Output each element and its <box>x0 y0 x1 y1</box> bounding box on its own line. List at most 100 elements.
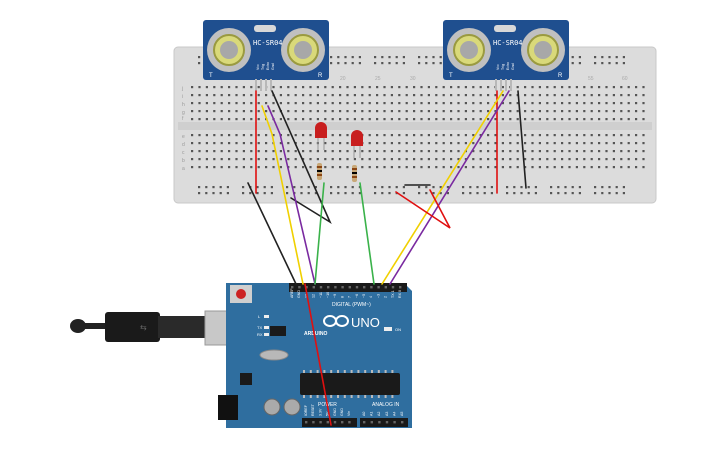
breadboard-hole <box>331 134 334 137</box>
rail-hole <box>571 62 574 65</box>
rail-hole <box>418 186 421 189</box>
header-hole[interactable] <box>291 286 294 289</box>
header-hole[interactable] <box>334 286 337 289</box>
header-hole[interactable] <box>355 286 359 289</box>
header-hole[interactable] <box>393 421 396 424</box>
rail-hole <box>388 56 391 59</box>
breadboard-hole <box>257 102 260 105</box>
breadboard-hole <box>413 166 416 169</box>
header-hole[interactable] <box>391 286 395 289</box>
header-hole[interactable] <box>341 286 344 289</box>
breadboard-hole <box>509 102 512 105</box>
wire-black-sensor2[interactable] <box>517 90 527 189</box>
header-hole[interactable] <box>312 286 315 289</box>
header-hole[interactable] <box>319 286 323 289</box>
rail-hole <box>418 192 421 195</box>
breadboard-hole <box>205 166 208 169</box>
breadboard-hole <box>472 102 475 105</box>
header-hole[interactable] <box>326 421 329 424</box>
breadboard-hole <box>457 158 460 161</box>
breadboard-hole <box>220 86 223 89</box>
wire-green-led2[interactable] <box>359 182 375 285</box>
rail-hole <box>263 186 266 189</box>
resistor-2[interactable] <box>352 165 357 182</box>
resistor-1[interactable] <box>317 163 322 180</box>
breadboard-hole <box>457 142 460 145</box>
arduino-uno-board[interactable]: L TX RX ON ARDUINO UNO DIGITAL (PWM~) PO… <box>218 283 412 428</box>
breadboard-hole <box>287 142 290 145</box>
breadboard-hole <box>235 102 238 105</box>
breadboard-hole <box>464 102 467 105</box>
wire-purple-sensor1[interactable] <box>267 105 316 285</box>
rail-hole <box>615 186 618 189</box>
wire-black-gnd[interactable] <box>247 182 297 285</box>
rail-hole <box>564 192 567 195</box>
breadboard-hole <box>612 118 615 121</box>
breadboard-hole <box>398 110 401 113</box>
breadboard-hole <box>405 118 408 121</box>
breadboard-hole <box>405 94 408 97</box>
wire-red-rail-cross[interactable] <box>395 189 451 229</box>
header-hole[interactable] <box>363 286 366 289</box>
wire-red-5v[interactable] <box>304 283 332 426</box>
header-hole[interactable] <box>319 421 322 424</box>
breadboard-hole <box>235 150 238 153</box>
breadboard-hole <box>531 118 534 121</box>
chip-pin <box>391 395 394 398</box>
breadboard-hole <box>265 134 268 137</box>
sensor-pin-label: Gnd <box>271 63 275 70</box>
rail-hole <box>198 186 201 189</box>
header-hole[interactable] <box>399 286 402 289</box>
wire-purple-sensor2[interactable] <box>389 90 510 285</box>
rail-hole <box>330 56 333 59</box>
breadboard-hole <box>257 94 260 97</box>
breadboard-hole <box>605 150 608 153</box>
analog-pin-label: A3 <box>385 412 389 416</box>
header-hole[interactable] <box>370 421 373 424</box>
chip-pin <box>377 395 380 398</box>
breadboard-hole <box>324 102 327 105</box>
header-hole[interactable] <box>363 421 366 424</box>
ultrasonic-sensor-1[interactable]: HC-SR04 T R Vcc Trig Echo Gnd <box>203 20 329 91</box>
led-2[interactable] <box>351 130 363 158</box>
breadboard-hole <box>228 110 231 113</box>
breadboard-hole <box>405 102 408 105</box>
breadboard-hole <box>472 110 475 113</box>
breadboard-hole <box>257 150 260 153</box>
header-hole[interactable] <box>401 421 404 424</box>
header-hole[interactable] <box>377 286 380 289</box>
breadboard-hole <box>494 134 497 137</box>
wire-yellow-sensor1[interactable] <box>261 105 304 285</box>
breadboard-hole <box>302 166 305 169</box>
breadboard-hole <box>213 94 216 97</box>
wire-green-led1[interactable] <box>314 182 325 285</box>
breadboard-hole <box>627 118 630 121</box>
header-hole[interactable] <box>305 421 308 424</box>
breadboard-hole <box>583 158 586 161</box>
breadboard-hole <box>213 134 216 137</box>
header-hole[interactable] <box>385 421 389 424</box>
ultrasonic-sensor-2[interactable]: HC-SR04 T R Vcc Trig Echo Gnd <box>443 20 569 91</box>
breadboard-hole <box>479 150 482 153</box>
chip-pin <box>330 370 333 373</box>
led-1[interactable] <box>315 122 327 150</box>
wire-yellow-sensor2[interactable] <box>381 90 504 285</box>
header-hole[interactable] <box>348 421 351 424</box>
header-hole[interactable] <box>312 421 315 424</box>
wire-black-sensor1[interactable] <box>271 90 332 225</box>
header-hole[interactable] <box>378 421 381 424</box>
header-hole[interactable] <box>384 286 387 289</box>
header-hole[interactable] <box>333 421 337 424</box>
header-hole[interactable] <box>348 286 351 289</box>
breadboard-hole <box>457 150 460 153</box>
header-hole[interactable] <box>370 286 373 289</box>
header-hole[interactable] <box>341 421 344 424</box>
header-hole[interactable] <box>298 286 301 289</box>
header-hole[interactable] <box>327 286 330 289</box>
breadboard-hole <box>635 134 638 137</box>
breadboard-hole <box>294 158 297 161</box>
breadboard-hole <box>228 142 231 145</box>
rail-hole <box>608 56 611 59</box>
rail-hole <box>571 56 574 59</box>
header-hole[interactable] <box>305 286 308 289</box>
